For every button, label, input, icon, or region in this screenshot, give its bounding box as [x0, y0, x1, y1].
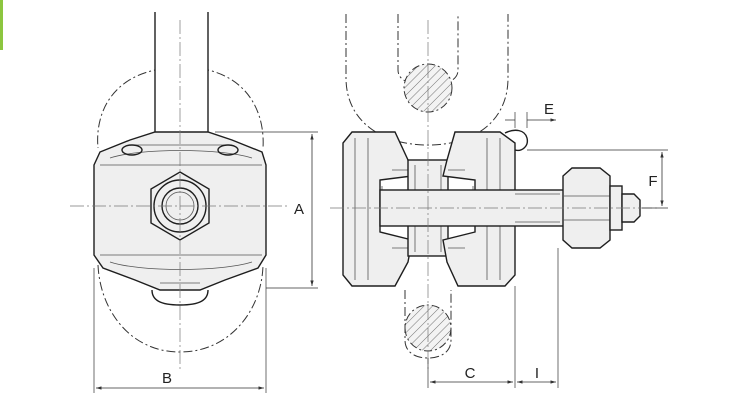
side-view: E F C I: [330, 14, 668, 388]
front-top-lug-left: [121, 144, 143, 156]
front-view: A B: [70, 12, 318, 393]
dim-e-label: E: [544, 101, 554, 118]
accent-bar: [0, 0, 3, 50]
dim-b-label: B: [162, 370, 172, 387]
dim-a-extension: [215, 131, 318, 289]
front-top-lug-right: [217, 144, 239, 156]
front-body-contour: [100, 144, 262, 284]
side-nut: [562, 167, 611, 249]
front-link-shank: [154, 12, 209, 135]
dim-i-label: I: [535, 365, 539, 382]
dim-f-label: F: [648, 173, 657, 190]
front-bottom-lug: [151, 289, 209, 306]
dim-e-extension: [514, 112, 528, 128]
side-lower-link-phantom: [404, 290, 452, 359]
dim-c-extension: [427, 286, 516, 388]
dim-c-label: C: [465, 365, 476, 382]
dim-f-extension: [527, 149, 668, 209]
dim-b-extension: [93, 268, 267, 393]
dim-a-label: A: [294, 201, 304, 218]
side-bolt-tip: [621, 193, 641, 223]
side-bolt-thread: [515, 193, 560, 223]
side-hook-lip: [504, 129, 529, 152]
side-nut-faces: [563, 195, 610, 221]
